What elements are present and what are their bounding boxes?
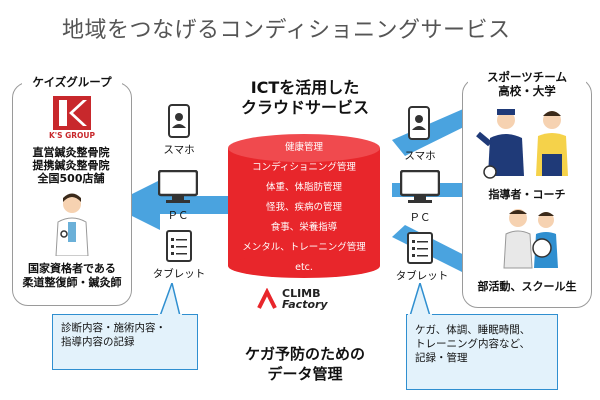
left-note-line-2: 指導内容の記録 <box>61 336 135 348</box>
right-arrow-mid <box>392 173 492 207</box>
bottom-heading-line-2: データ管理 <box>267 365 343 383</box>
cloud-item: 体重、体脂肪管理 <box>265 182 342 193</box>
tablet-icon <box>166 230 192 262</box>
right-arrow-top <box>392 106 478 156</box>
cloud-database-cylinder <box>228 134 380 278</box>
center-heading-line-1: ICTを活用した <box>250 78 360 97</box>
pc-icon <box>400 170 440 203</box>
doctor-illustration <box>55 193 89 256</box>
left-role-line-2: 柔道整復師・鍼灸師 <box>22 276 122 289</box>
left-pc-label: ＰＣ <box>167 210 189 222</box>
left-line-3: 全国500店舗 <box>37 172 105 185</box>
left-line-1: 直営鍼灸整骨院 <box>32 146 110 159</box>
cloud-item: コンディショニング管理 <box>252 162 356 173</box>
ks-logo-text: K'S GROUP <box>48 131 95 140</box>
right-heading: スポーツチーム 高校・大学 <box>468 70 586 98</box>
right-heading-line-1: スポーツチーム <box>487 70 567 84</box>
center-heading: ICTを活用した クラウドサービス <box>205 78 405 118</box>
left-role-line-1: 国家資格者である <box>28 262 116 275</box>
phone-icon <box>408 106 430 140</box>
cloud-item: 怪我、疾病の管理 <box>265 202 342 213</box>
climb-factory-logo: CLIMB Factory <box>282 288 328 310</box>
cloud-items: 健康管理 コンディショニング管理 体重、体脂肪管理 怪我、疾病の管理 食事、栄養… <box>229 138 379 278</box>
left-phone-label: スマホ <box>163 144 195 156</box>
climb-factory-logo-icon <box>257 288 277 309</box>
students-illustration <box>503 209 558 269</box>
pc-icon <box>158 170 198 203</box>
left-note: 診断内容・施術内容・ 指導内容の記録 <box>52 314 198 370</box>
left-heading: ケイズグループ <box>22 74 122 90</box>
left-arrow <box>110 180 235 230</box>
coaches-illustration <box>476 109 568 179</box>
right-note: ケガ、体調、睡眠時間、 トレーニング内容など、 記録・管理 <box>406 314 558 390</box>
bottom-heading-line-1: ケガ予防のための <box>244 345 365 363</box>
cloud-item: メンタル、トレーニング管理 <box>242 242 366 253</box>
phone-icon <box>168 104 190 138</box>
ks-group-logo <box>53 96 91 130</box>
bottom-heading: ケガ予防のための データ管理 <box>205 344 405 384</box>
right-panel <box>462 78 592 308</box>
right-note-line-1: ケガ、体調、睡眠時間、 <box>415 324 531 336</box>
right-role-1: 指導者・コーチ <box>488 188 566 201</box>
right-phone-label: スマホ <box>404 150 436 162</box>
left-role: 国家資格者である 柔道整復師・鍼灸師 <box>16 262 128 290</box>
right-role-2: 部活動、スクール生 <box>477 280 577 293</box>
right-tablet-label: タブレット <box>395 270 449 282</box>
left-lines: 直営鍼灸整骨院 提携鍼灸整骨院 全国500店舗 <box>18 146 124 185</box>
center-heading-line-2: クラウドサービス <box>240 98 369 117</box>
left-line-2: 提携鍼灸整骨院 <box>32 159 110 172</box>
right-note-line-3: 記録・管理 <box>415 352 468 364</box>
cloud-item: 健康管理 <box>284 142 323 153</box>
cloud-item: 食事、栄養指導 <box>270 222 338 233</box>
right-note-line-2: トレーニング内容など、 <box>415 338 530 350</box>
left-note-line-1: 診断内容・施術内容・ <box>61 322 166 334</box>
ks-logo-icon <box>59 100 87 126</box>
right-heading-line-2: 高校・大学 <box>498 84 556 98</box>
left-note-pointer <box>158 283 182 316</box>
right-note-pointer <box>408 283 432 316</box>
tablet-icon <box>407 232 433 264</box>
page-title: 地域をつなげるコンディショニングサービス <box>62 18 511 43</box>
cloud-item: etc. <box>295 262 313 273</box>
left-tablet-label: タブレット <box>152 268 206 280</box>
logo-line-2: Factory <box>282 298 328 311</box>
right-pc-label: ＰＣ <box>409 212 431 224</box>
logo-line-1: CLIMB <box>282 287 321 300</box>
